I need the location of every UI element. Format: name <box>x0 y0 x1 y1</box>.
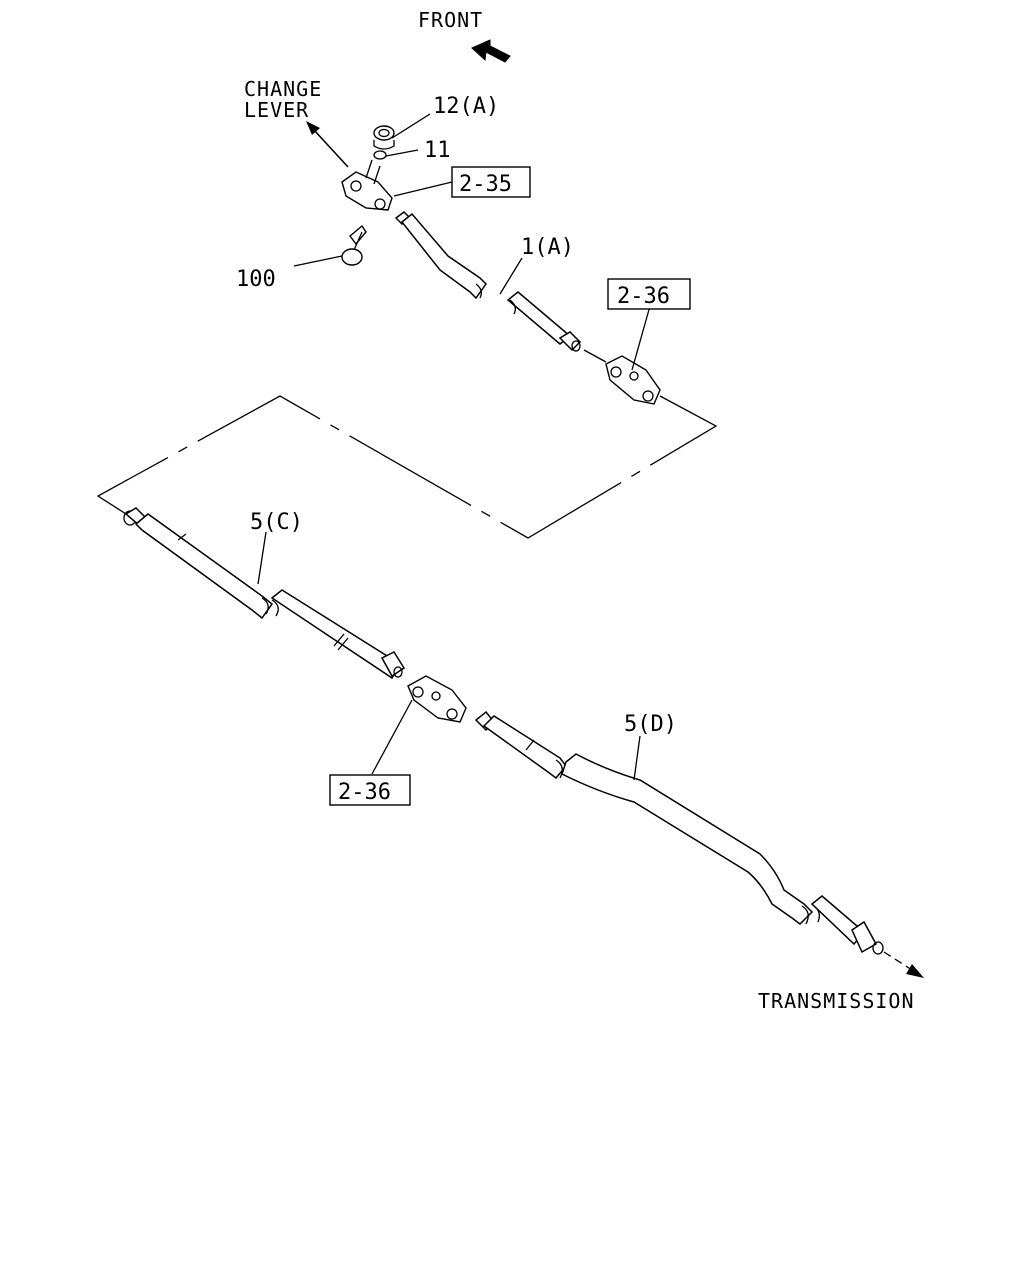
transmission-arrow-icon <box>883 951 924 978</box>
washer-label: 11 <box>424 138 451 163</box>
shaft-upper-label: 1(A) <box>521 235 574 260</box>
change-lever-label-line2: LEVER <box>244 98 309 122</box>
shaft-middle-label: 5(C) <box>250 510 303 535</box>
shaft-lower-label: 5(D) <box>624 712 677 737</box>
dashed-connection <box>96 349 718 539</box>
ref-joint-mid-label: 2-36 <box>617 284 670 309</box>
change-lever-label-line1: CHANGE <box>244 77 322 101</box>
front-arrow-icon <box>471 39 511 63</box>
upper-shaft <box>394 211 582 352</box>
upper-joint-assembly <box>341 125 395 266</box>
front-label: FRONT <box>418 8 483 32</box>
nut-label: 12(A) <box>433 94 499 119</box>
ref-joint-top-box <box>451 166 531 198</box>
middle-joint <box>605 355 661 405</box>
ref-joint-mid-box <box>607 278 691 310</box>
bolt-label: 100 <box>236 267 276 292</box>
lower-shaft <box>474 710 884 955</box>
ref-joint-lower-box <box>329 774 411 806</box>
lower-joint <box>407 675 467 723</box>
ref-joint-top-label: 2-35 <box>459 172 512 197</box>
middle-shaft <box>123 507 406 680</box>
transmission-label: TRANSMISSION <box>758 989 915 1013</box>
change-lever-arrow-icon <box>306 121 349 168</box>
ref-joint-lower-label: 2-36 <box>338 780 391 805</box>
